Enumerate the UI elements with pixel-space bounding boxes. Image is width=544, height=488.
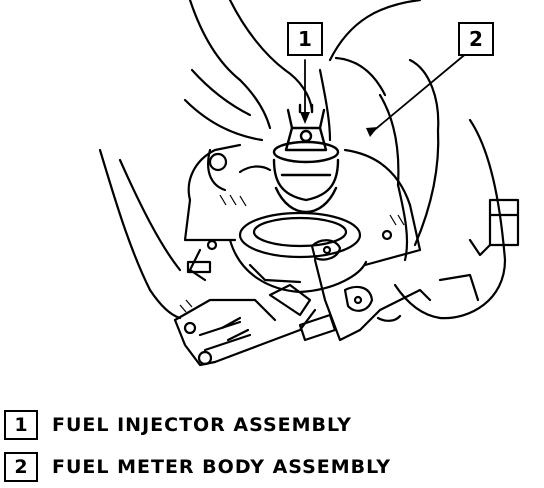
left-hand-outline bbox=[98, 0, 314, 320]
callout-2: 2 bbox=[458, 22, 494, 56]
throttle-body bbox=[183, 143, 422, 294]
lower-body bbox=[173, 248, 432, 367]
legend-number-2: 2 bbox=[4, 452, 38, 482]
callout-1-number: 1 bbox=[298, 27, 312, 51]
callout-1: 1 bbox=[287, 22, 323, 56]
fuel-injector bbox=[272, 103, 340, 214]
callout-leaders bbox=[304, 51, 469, 133]
callout-2-number: 2 bbox=[469, 27, 483, 51]
right-hand-outline bbox=[318, 0, 507, 320]
arrowhead-2 bbox=[366, 127, 378, 137]
right-bracket bbox=[438, 198, 520, 302]
legend-label-2: FUEL METER BODY ASSEMBLY bbox=[52, 456, 392, 478]
legend-label-1: FUEL INJECTOR ASSEMBLY bbox=[52, 414, 352, 436]
legend-number-1: 1 bbox=[4, 410, 38, 440]
legend-row-1: 1 FUEL INJECTOR ASSEMBLY bbox=[4, 408, 352, 442]
legend-row-2: 2 FUEL METER BODY ASSEMBLY bbox=[4, 450, 391, 484]
arrowhead-1 bbox=[300, 112, 310, 124]
